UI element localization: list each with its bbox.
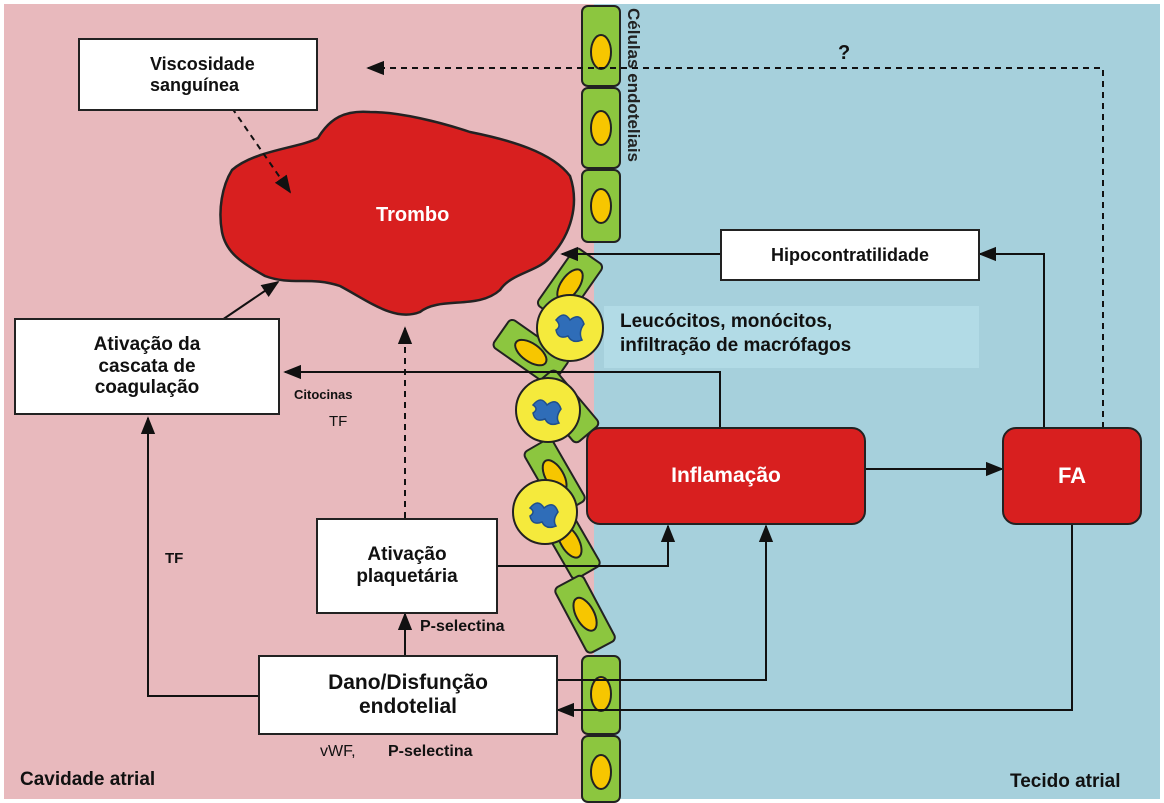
cell-nucleus	[591, 677, 611, 711]
endothelial-damage-box: Dano/Disfunção endotelial	[258, 655, 558, 735]
inflammation-label: Inflamação	[671, 464, 781, 488]
cell-nucleus	[591, 111, 611, 145]
fa-label: FA	[1058, 463, 1086, 489]
tf-left-label: TF	[165, 551, 183, 568]
platelet-activation-box: Ativação plaquetária	[316, 518, 498, 614]
blood-viscosity-label: Viscosidade sanguínea	[150, 54, 280, 95]
platelet-activation-label: Ativação plaquetária	[342, 544, 472, 588]
coagulation-cascade-box: Ativação da cascata de coagulação	[14, 318, 280, 415]
leukocytes-label-line2: infiltração de macrófagos	[620, 336, 851, 357]
thrombus-label: Trombo	[376, 204, 449, 226]
cytokines-label: Citocinas	[294, 388, 353, 402]
p-selectin-bottom-label: P-selectina	[388, 743, 472, 761]
endothelial-cells-top	[582, 6, 620, 242]
endothelial-damage-label: Dano/Disfunção endotelial	[298, 671, 518, 719]
cell-nucleus	[591, 189, 611, 223]
fa-box: FA	[1002, 427, 1142, 525]
p-selectin-mid-label: P-selectina	[420, 618, 504, 636]
vwf-label: vWF,	[320, 743, 356, 761]
blood-viscosity-box: Viscosidade sanguínea	[78, 38, 318, 111]
hypocontractility-box: Hipocontratilidade	[720, 229, 980, 281]
atrial-cavity-label: Cavidade atrial	[20, 770, 155, 791]
leukocytes-label-line1: Leucócitos, monócitos,	[620, 312, 832, 333]
coagulation-cascade-label: Ativação da cascata de coagulação	[67, 334, 227, 400]
question-mark-label: ?	[838, 42, 850, 64]
atrial-tissue-label: Tecido atrial	[1010, 772, 1121, 793]
cell-nucleus	[591, 35, 611, 69]
leukocyte-nucleus	[556, 315, 584, 341]
cell-nucleus	[591, 755, 611, 789]
inflammation-box: Inflamação	[586, 427, 866, 525]
tf-cytokines-label: TF	[329, 414, 347, 431]
endothelial-cells-bottom	[582, 656, 620, 802]
endothelial-cells-label: Células endoteliais	[624, 8, 643, 162]
hypocontractility-label: Hipocontratilidade	[771, 245, 929, 266]
